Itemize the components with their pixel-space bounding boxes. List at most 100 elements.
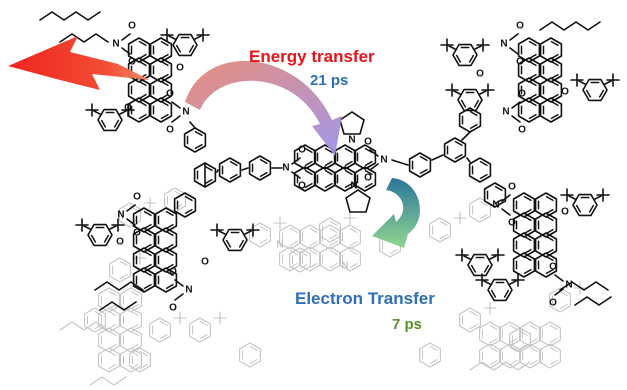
double-bond: [529, 346, 538, 353]
bond: [604, 80, 612, 85]
carbonyl-oxygen: O: [549, 298, 557, 309]
double-bond: [90, 234, 97, 243]
double-bond: [550, 80, 559, 87]
ether-oxygen: O: [176, 63, 184, 74]
carbonyl-oxygen: O: [518, 89, 526, 100]
double-bond: [289, 262, 298, 269]
double-bond: [490, 289, 497, 298]
double-bond: [160, 113, 169, 120]
double-bond: [259, 171, 268, 178]
faded-ring: [289, 247, 311, 273]
energy-transfer-time: 21 ps: [310, 72, 349, 89]
double-bond: [479, 213, 488, 220]
double-bond: [454, 153, 463, 160]
double-bond: [108, 350, 117, 357]
double-bond: [469, 123, 478, 130]
double-bond: [523, 215, 532, 222]
bond: [511, 101, 521, 109]
double-bond: [108, 343, 117, 350]
double-bond: [454, 140, 463, 147]
aryl-ring: [222, 228, 248, 252]
pyrrolidine-ring: [339, 111, 365, 135]
double-bond: [138, 60, 147, 67]
double-bond: [509, 324, 518, 331]
carbonyl-oxygen: O: [516, 57, 524, 68]
double-bond: [529, 324, 538, 331]
perylene-ring: [154, 267, 178, 293]
faded-nitrogen: N: [276, 240, 283, 251]
double-bond: [249, 358, 258, 365]
carbonyl-oxygen: O: [133, 228, 141, 239]
double-bond: [549, 324, 558, 331]
imide-nitrogen: N: [182, 107, 189, 118]
pyrrolidine-nitrogen: N: [350, 181, 357, 192]
double-bond: [329, 262, 338, 269]
aryl-ring: [457, 88, 483, 112]
bond: [171, 115, 181, 123]
bond: [509, 33, 519, 41]
bond: [218, 230, 226, 235]
bond: [168, 35, 176, 40]
perylene-ring: [539, 321, 561, 347]
double-bond: [174, 203, 183, 210]
ether-oxygen: O: [201, 257, 209, 268]
double-bond: [324, 160, 333, 167]
carbonyl-oxygen: O: [516, 21, 524, 32]
phenyl-ring: [443, 137, 467, 163]
double-bond: [108, 323, 117, 330]
double-bond: [138, 113, 147, 120]
faded-chain: [469, 361, 531, 371]
bond: [126, 218, 136, 226]
double-bond: [165, 283, 174, 290]
double-bond: [165, 230, 174, 237]
double-bond: [545, 195, 554, 202]
double-bond: [469, 310, 478, 317]
carbonyl-oxygen: O: [133, 192, 141, 203]
double-bond: [528, 40, 537, 47]
double-bond: [143, 250, 152, 257]
perylene-ring: [539, 343, 561, 369]
double-bond: [108, 290, 117, 297]
double-bond: [119, 273, 128, 280]
perylene-ring: [98, 307, 120, 333]
bond: [466, 157, 471, 163]
double-bond: [225, 239, 232, 248]
aryl-ring: [97, 108, 123, 132]
aryl-ring: [582, 78, 608, 102]
perylene-ring: [539, 97, 563, 123]
double-bond: [468, 54, 475, 63]
bond: [578, 80, 586, 85]
double-bond: [130, 343, 139, 350]
bond: [483, 280, 491, 285]
bond: [568, 195, 576, 200]
perylene-ring: [353, 144, 377, 170]
double-bond: [130, 303, 139, 310]
double-bond: [419, 168, 428, 175]
double-bond: [545, 268, 554, 275]
double-bond: [528, 113, 537, 120]
double-bond: [103, 234, 110, 243]
double-bond: [289, 227, 298, 234]
imide-nitrogen: N: [112, 39, 119, 50]
phenyl-ring: [183, 127, 207, 153]
perylene-ring: [339, 224, 361, 250]
double-bond: [523, 255, 532, 262]
double-bond: [344, 160, 353, 167]
double-bond: [545, 215, 554, 222]
perylene-ring: [98, 287, 120, 313]
alkyl-chain: [559, 281, 609, 291]
double-bond: [108, 310, 117, 317]
double-bond: [489, 324, 498, 331]
double-bond: [143, 270, 152, 277]
double-bond: [364, 160, 373, 167]
bond: [511, 115, 521, 123]
energy-transfer-label: Energy transfer: [249, 47, 375, 66]
carbonyl-oxygen: O: [128, 57, 136, 68]
double-bond: [529, 337, 538, 344]
bond: [501, 208, 511, 216]
double-bond: [588, 204, 595, 213]
double-bond: [139, 350, 148, 357]
bond: [189, 121, 196, 129]
alkyl-chain: [574, 296, 612, 306]
double-bond: [550, 113, 559, 120]
